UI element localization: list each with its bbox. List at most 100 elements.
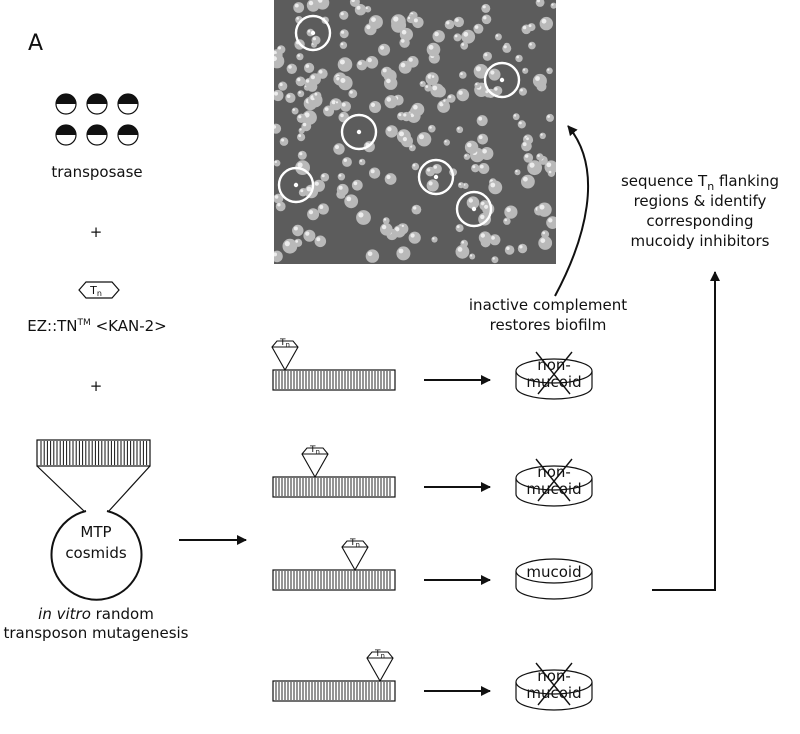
cross-mark-icon [535,662,573,706]
cosmid-construct-bar [272,476,396,498]
colony-dot [481,14,492,25]
colony-dot [307,208,320,221]
transposase-icons [55,93,139,146]
colony-dot [474,82,481,89]
tn-subscript: n [97,289,102,298]
highlight-circle [294,14,332,52]
colony-dot [400,223,408,231]
colony-dot [502,43,512,53]
cosmid-insert-bar [36,439,151,513]
colony-dot [304,62,315,73]
colony-dot [419,80,426,87]
colony-dot [406,15,414,23]
colony-dot [473,23,484,34]
colony-dot [455,224,464,233]
cosmid-construct-bar [272,569,396,591]
colony-dot [541,230,550,239]
colony-dot [299,188,308,197]
colony-dot [364,5,372,13]
colony-dot [335,100,342,107]
colony-dot [342,157,352,167]
colony-dot [365,249,380,263]
colony-dot [514,169,521,176]
plate-label-line2: mucoid [526,480,581,498]
colony-dot [521,140,532,152]
colony-dot [297,150,307,160]
colony-dot [453,33,462,42]
colony-dot [517,120,526,129]
tn-insertion-icon: Tn [271,338,299,372]
colony-dot [491,256,499,264]
complement-label-line2: restores biofilm [490,316,607,334]
colony-dot [426,179,439,192]
colony-dot [453,16,464,28]
petri-plate: non-mucoid [515,458,593,507]
transposase-icon [117,93,139,115]
plate-label: non- [537,667,571,685]
colony-dot [411,102,425,117]
colony-dot [339,41,348,49]
colony-dot [317,203,329,215]
colony-dot [431,236,438,243]
colony-dot [274,89,284,102]
colony-dot [430,83,445,98]
transposase-icon [117,124,139,146]
colony-dot [401,111,412,122]
colony-dot [313,91,322,100]
colony-dot [385,125,398,138]
colony-dot [518,87,528,96]
colony-dot [527,23,536,32]
tn-insertion-icon: Tn [341,538,369,572]
colony-dot [444,19,455,30]
colony-dot [488,68,501,81]
colony-dot [477,133,488,145]
colony-dot [340,101,352,112]
colony-dot [384,173,397,185]
colony-dot [515,54,523,63]
colony-dot [461,29,476,44]
colony-dot [344,194,359,209]
colony-dot [463,153,471,160]
svg-text:Tn: Tn [374,649,385,660]
colony-dot [292,224,304,237]
construct-row: Tn mucoid [272,538,593,600]
colony-dot [504,245,515,255]
colony-dot [293,2,305,13]
colony-dot [494,33,502,41]
highlight-circle [417,158,455,196]
colony-dot [274,53,285,69]
colony-dot [481,3,491,13]
colony-dot [274,123,282,134]
transposase-icon [86,93,108,115]
colony-dot [398,60,412,74]
plate-label: mucoid [526,563,581,581]
colony-dot [432,164,442,174]
colony-dot [522,67,529,74]
mucoid-to-sequence-arrow [652,271,720,591]
mutagenesis-label-line1: in vitro random [38,605,154,623]
plus-sign-1: + [90,223,103,241]
highlight-circle [340,113,378,151]
svg-text:Tn: Tn [349,538,360,549]
highlight-circle [483,61,521,99]
colony-dot [527,160,542,176]
colony-photo [274,0,556,264]
colony-dot [411,162,420,171]
cosmid-construct-bar [272,369,396,391]
colony-dot [314,235,327,248]
tn-insertion-icon: Tn [366,649,394,683]
insert-stripes [40,441,148,465]
colony-dot [521,174,535,189]
colony-dot [537,202,552,217]
colony-dot [464,140,479,154]
colony-dot [471,164,480,173]
colony-dot [517,243,528,254]
transposase-icon [55,124,77,146]
colony-dot [320,172,330,182]
colony-dot [384,95,398,109]
colony-dot [337,57,353,72]
colony-dot [460,239,469,248]
colony-dot [356,59,368,71]
photo-colonies [274,0,556,264]
